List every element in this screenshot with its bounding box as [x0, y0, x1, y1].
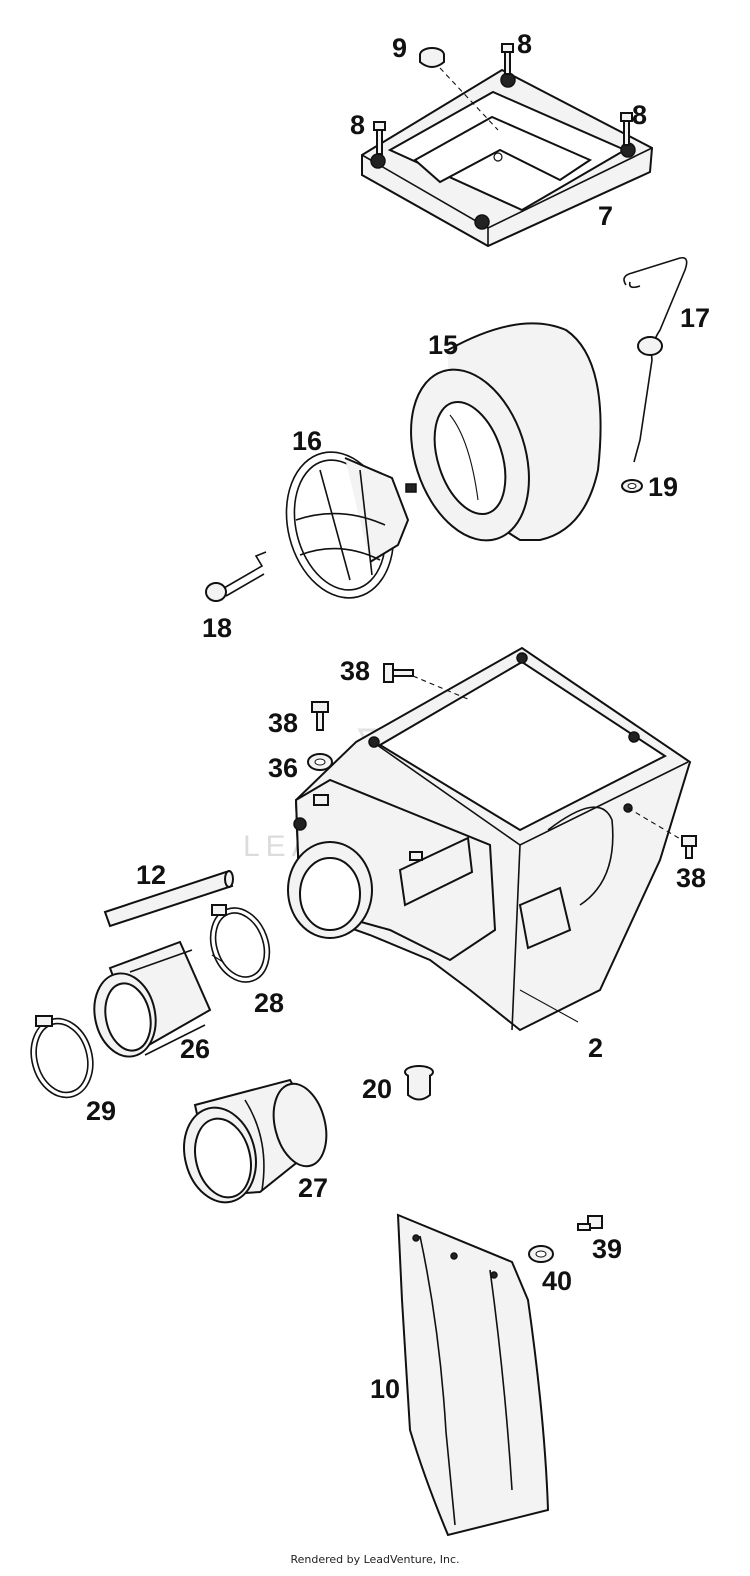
- callout-16: 16: [292, 426, 322, 456]
- callout-17: 17: [680, 303, 710, 333]
- callout-38: 38: [676, 863, 706, 893]
- callout-28: 28: [254, 988, 284, 1018]
- callout-36: 36: [268, 753, 298, 783]
- callout-8: 8: [632, 100, 647, 130]
- part-26-intake-rubber: [93, 940, 212, 1058]
- part-28-clamp: [209, 904, 271, 983]
- part-8-screws: [373, 43, 633, 155]
- callout-labels: 9 8 8 8 7 17 15 16 19 18 38 38 36 38 12 …: [86, 29, 710, 1404]
- callout-19: 19: [648, 472, 678, 502]
- part-7-cover-plate: [361, 68, 654, 248]
- part-18-bolt: [205, 551, 267, 602]
- part-27-boot: [183, 1078, 328, 1204]
- callout-12: 12: [136, 860, 166, 890]
- callout-18: 18: [202, 613, 232, 643]
- part-12-hose: [103, 870, 234, 928]
- callout-9: 9: [392, 33, 407, 63]
- callout-38: 38: [268, 708, 298, 738]
- callout-20: 20: [362, 1074, 392, 1104]
- leader-lines: [211, 954, 579, 1023]
- callout-7: 7: [598, 201, 613, 231]
- callout-2: 2: [588, 1033, 603, 1063]
- callout-38: 38: [340, 656, 370, 686]
- part-29-clamp: [30, 1015, 94, 1099]
- part-36-washer: [307, 753, 333, 771]
- callout-27: 27: [298, 1173, 328, 1203]
- part-17-wire-retainer: [623, 256, 688, 463]
- part-2-air-box: [287, 646, 692, 1032]
- part-10-mud-flap: [396, 1213, 550, 1537]
- callout-29: 29: [86, 1096, 116, 1126]
- part-19-washer: [621, 479, 643, 493]
- part-38-bolts: [311, 663, 697, 859]
- callout-39: 39: [592, 1234, 622, 1264]
- callout-8: 8: [517, 29, 532, 59]
- part-15-air-filter: [410, 322, 602, 542]
- part-9-plug: [419, 47, 499, 131]
- callout-15: 15: [428, 330, 458, 360]
- part-16-filter-cage: [285, 451, 417, 599]
- render-credit: Rendered by LeadVenture, Inc.: [290, 1553, 460, 1566]
- part-39-bolt: [577, 1215, 603, 1231]
- part-20-grommet: [404, 1065, 434, 1101]
- callout-8: 8: [350, 110, 365, 140]
- part-40-washer: [528, 1245, 554, 1263]
- callout-26: 26: [180, 1034, 210, 1064]
- callout-10: 10: [370, 1374, 400, 1404]
- callout-40: 40: [542, 1266, 572, 1296]
